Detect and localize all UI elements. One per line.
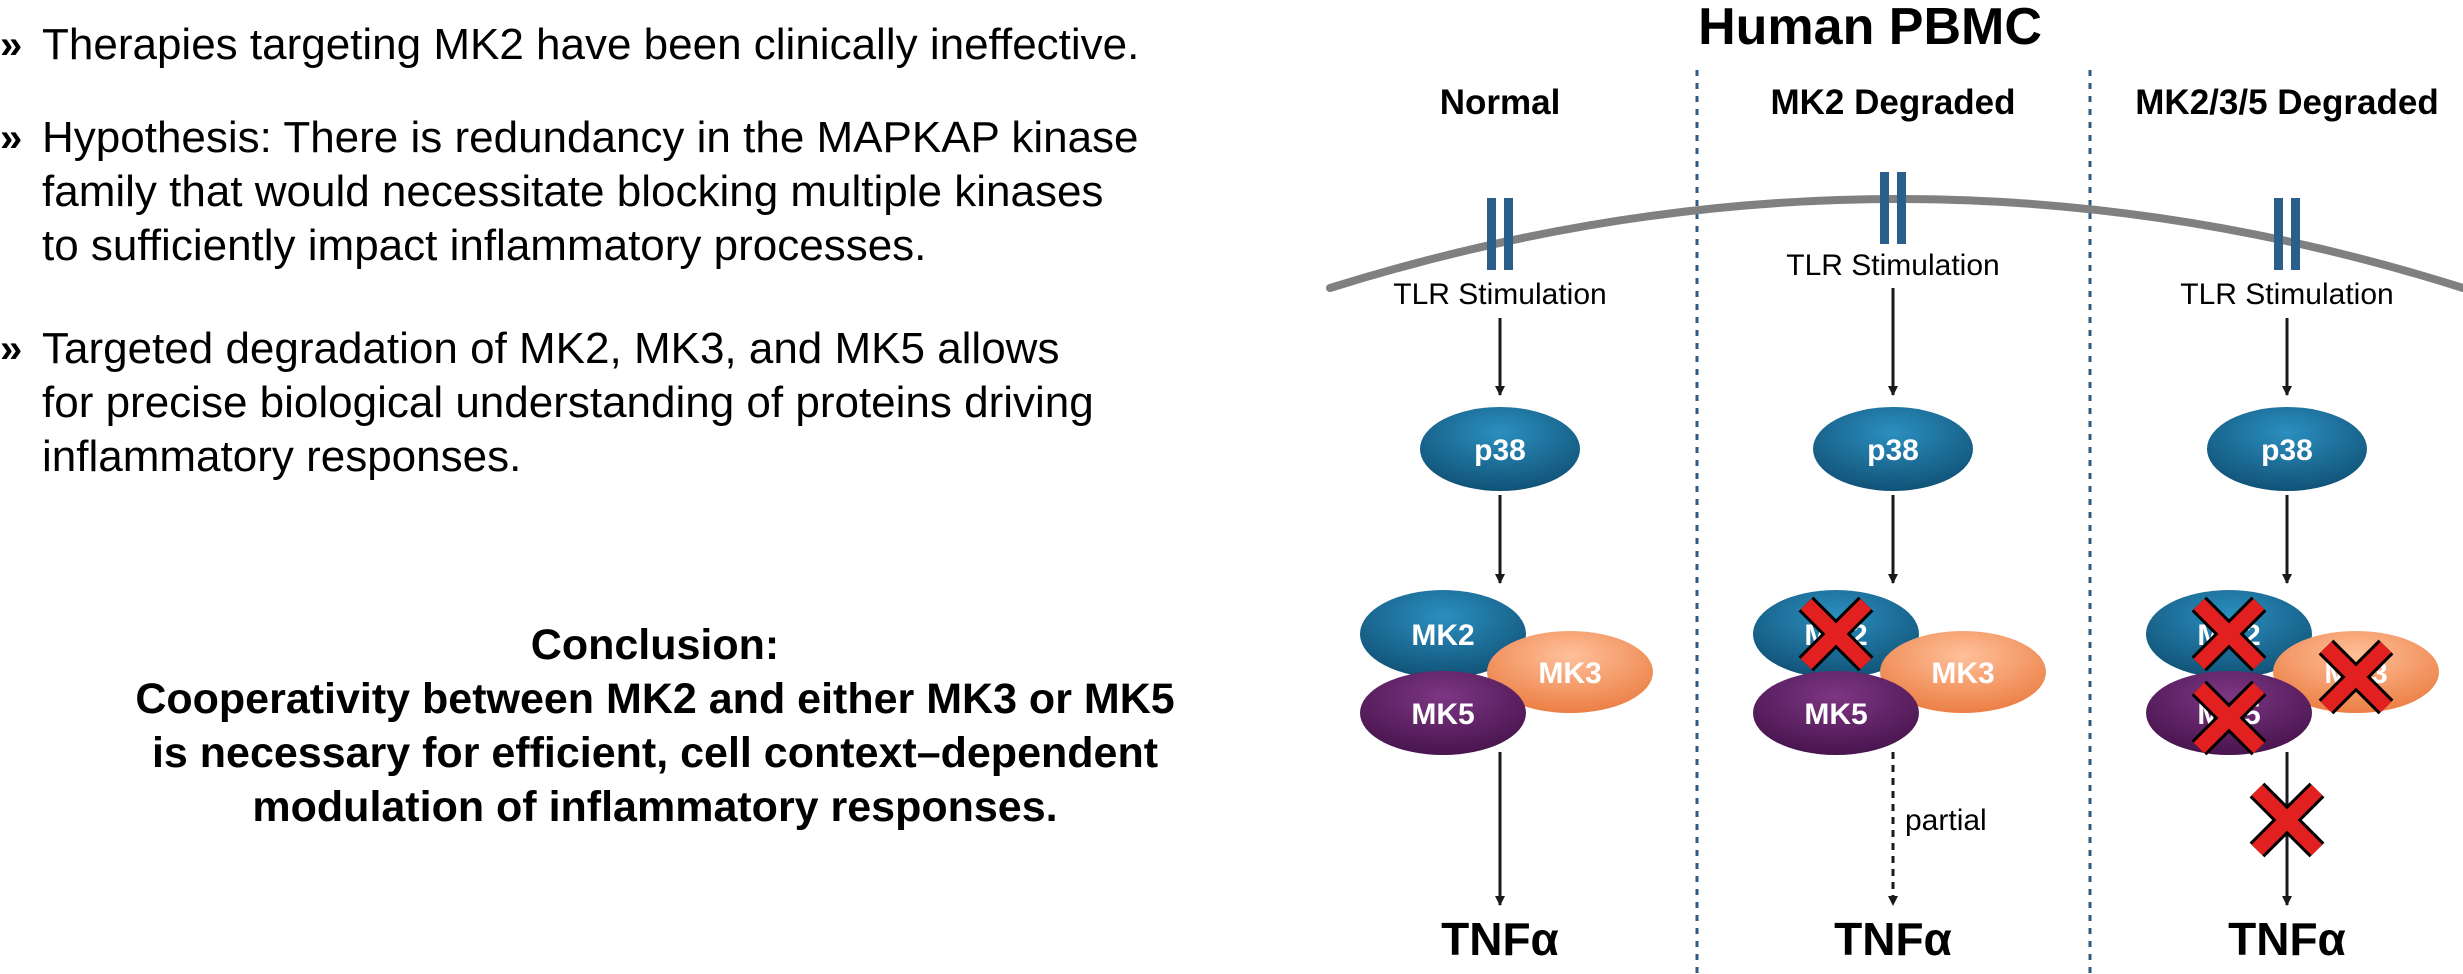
panel-normal: Normal TLR Stimulation p38 MK2 MK3 MK5 T… [1360,83,1653,965]
mk3-label: MK3 [1931,657,1994,690]
tlr-receptor-icon [1880,172,1906,244]
degraded-cross-icon [2191,596,2267,672]
tnfa-label: TNFα [1834,913,1952,965]
mk2-label: MK2 [1411,619,1474,652]
panel-heading: MK2 Degraded [1770,83,2015,122]
panel-mk235-degraded: MK2/3/5 Degraded TLR Stimulation p38 MK2… [2135,83,2439,965]
tlr-stimulation-label: TLR Stimulation [1786,249,1999,282]
panel-heading: MK2/3/5 Degraded [2135,83,2438,122]
bullet-line: Hypothesis: There is redundancy in the M… [42,113,1139,162]
conclusion-line: modulation of inflammatory responses. [252,783,1058,831]
conclusion: Conclusion: Cooperativity between MK2 an… [20,618,1290,834]
tlr-stimulation-label: TLR Stimulation [1393,278,1606,311]
panel-mk2-degraded: MK2 Degraded TLR Stimulation p38 partial… [1753,83,2046,965]
degraded-cross-icon [2318,639,2394,715]
conclusion-line: is necessary for efficient, cell context… [151,729,1159,777]
bullet-text: Targeted degradation of MK2, MK3, and MK… [42,322,1362,484]
degraded-cross-icon [1798,596,1874,672]
mk3-node [1487,631,1653,713]
mk5-node [1753,671,1919,755]
conclusion-heading: Conclusion: [530,621,780,669]
tlr-receptor-icon [1487,198,1513,270]
bullet-line: for precise biological understanding of … [42,378,1094,427]
p38-node [1813,407,1973,491]
bullet-text: Hypothesis: There is redundancy in the M… [42,111,1362,273]
bullet-line: Therapies targeting MK2 have been clinic… [42,20,1140,69]
mk3-label: MK3 [1538,657,1601,690]
bullet-line: inflammatory responses. [42,432,522,481]
bullet-marker: » [0,327,23,371]
mk5-node [1360,671,1526,755]
tnfa-label: TNFα [1441,913,1559,965]
bullet-marker: » [0,23,23,67]
bullet-marker: » [0,116,23,160]
mk2-node [1360,590,1526,678]
degraded-cross-icon [2191,680,2267,756]
mk5-label: MK5 [1804,698,1867,731]
bullet-line: to sufficiently impact inflammatory proc… [42,221,927,270]
p38-label: p38 [1867,434,1919,467]
mk5-label: MK5 [1411,698,1474,731]
tlr-receptor-icon [2274,198,2300,270]
partial-label: partial [1905,804,1987,837]
diagram-title: Human PBMC [1698,0,2042,56]
degraded-cross-icon [2249,782,2325,858]
tlr-stimulation-label: TLR Stimulation [2180,278,2393,311]
p38-node [1420,407,1580,491]
tnfa-label: TNFα [2228,913,2346,965]
p38-label: p38 [1474,434,1526,467]
p38-node [2207,407,2367,491]
conclusion-line: Cooperativity between MK2 and either MK3… [135,675,1175,723]
p38-label: p38 [2261,434,2313,467]
panel-heading: Normal [1440,83,1561,122]
bullet-text: Therapies targeting MK2 have been clinic… [42,18,1362,72]
mk3-node [1880,631,2046,713]
bullet-line: family that would necessitate blocking m… [42,167,1104,216]
bullet-line: Targeted degradation of MK2, MK3, and MK… [42,324,1060,373]
